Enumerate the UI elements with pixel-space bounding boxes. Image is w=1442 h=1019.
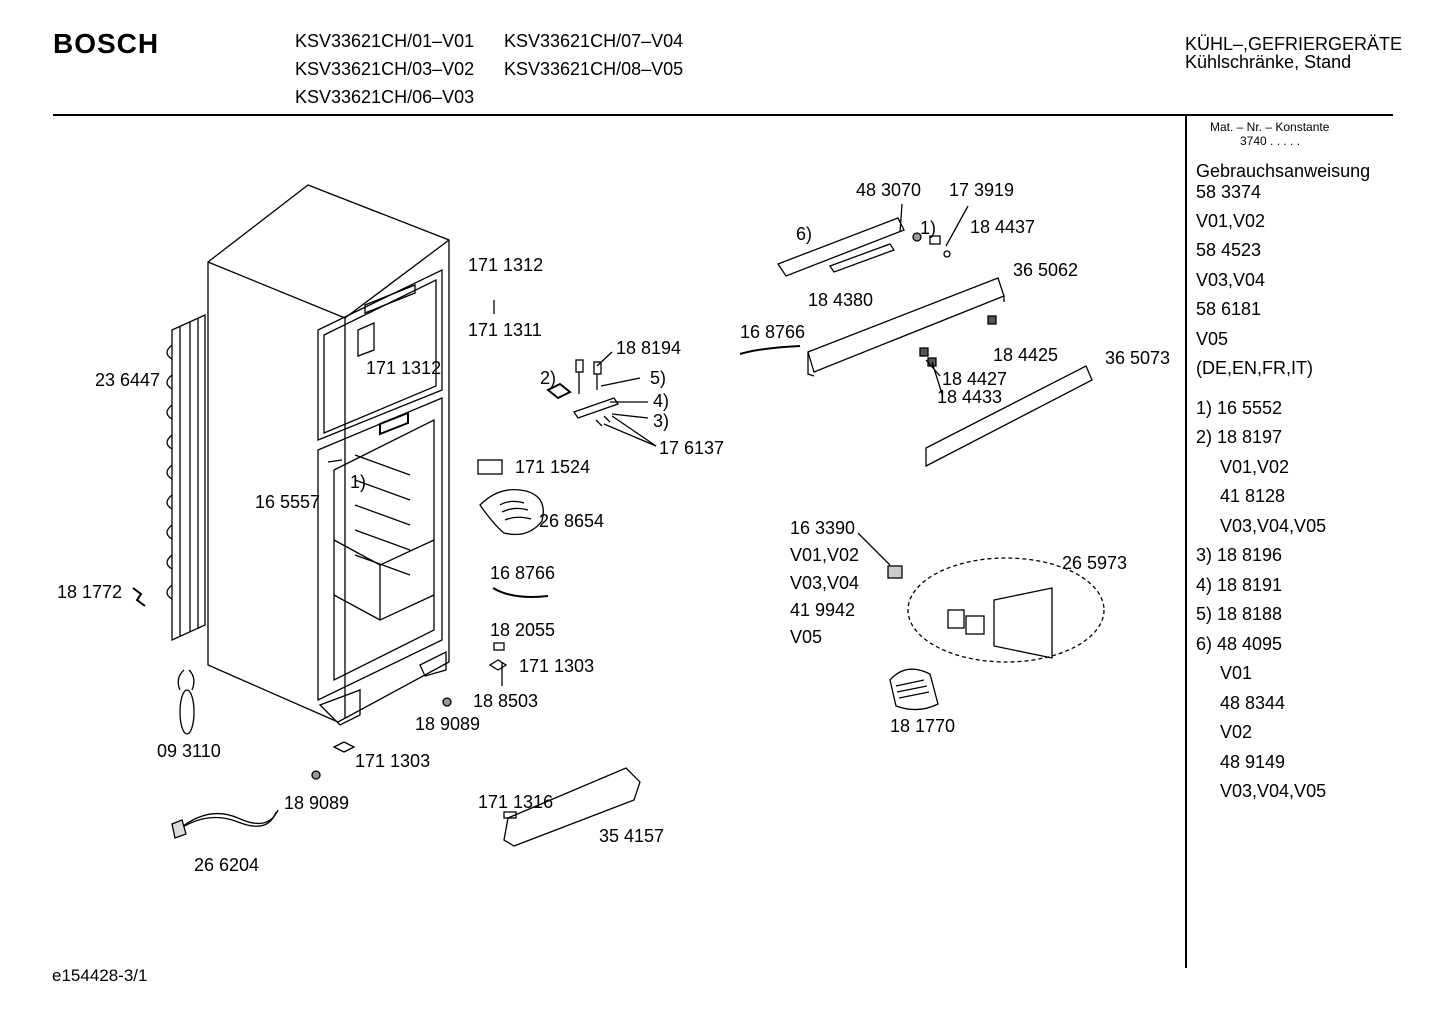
part-label: 18 8194 bbox=[616, 338, 682, 358]
sidebar-item: 3) 18 8196 bbox=[1196, 545, 1283, 565]
fan-housing bbox=[479, 488, 544, 536]
part-label: 16 3390 bbox=[790, 518, 856, 538]
part-label: 17 6137 bbox=[659, 438, 725, 458]
bracket-part bbox=[132, 587, 146, 607]
sidebar-item: 41 8128 bbox=[1220, 486, 1286, 506]
sidebar-item: V03,V04,V05 bbox=[1220, 516, 1327, 536]
condenser-coil bbox=[166, 313, 206, 642]
part-label: 36 5062 bbox=[1013, 260, 1079, 280]
part-label: V05 bbox=[790, 627, 823, 647]
sidebar-item: V05 bbox=[1196, 329, 1229, 349]
part-label: 18 4433 bbox=[937, 387, 1003, 407]
sidebar-item: V01,V02 bbox=[1196, 211, 1266, 231]
part-label: 3) bbox=[653, 411, 670, 431]
sidebar-item: V03,V04,V05 bbox=[1220, 781, 1327, 801]
part-label: 16 8766 bbox=[490, 563, 556, 583]
part-label: V03,V04 bbox=[790, 573, 860, 593]
part-label: 1) bbox=[350, 472, 367, 492]
part-label: 171 1312 bbox=[468, 255, 544, 275]
part-label: 171 1524 bbox=[515, 457, 591, 477]
part-label: 5) bbox=[650, 368, 667, 388]
part-label: 171 1303 bbox=[355, 751, 431, 771]
sidebar-item: 58 3374 bbox=[1196, 182, 1262, 202]
part-label: 18 4380 bbox=[808, 290, 874, 310]
sidebar-item: 48 9149 bbox=[1220, 752, 1286, 772]
lamp-grille bbox=[889, 668, 939, 711]
sidebar-item: V02 bbox=[1220, 722, 1253, 742]
sidebar-item: V01 bbox=[1220, 663, 1253, 683]
part-label: 26 6204 bbox=[194, 855, 260, 875]
sidebar-item: (DE,EN,FR,IT) bbox=[1196, 358, 1313, 378]
part-label: 16 8766 bbox=[740, 322, 806, 342]
part-label: 41 9942 bbox=[790, 600, 856, 620]
category-title: KÜHL–,GEFRIERGERÄTE bbox=[1185, 34, 1403, 54]
part-label: 18 8503 bbox=[473, 691, 539, 711]
sidebar-item: 6) 48 4095 bbox=[1196, 634, 1283, 654]
part-label: 18 4437 bbox=[970, 217, 1036, 237]
part-label: 18 1770 bbox=[890, 716, 956, 736]
part-label: 18 2055 bbox=[490, 620, 556, 640]
part-label: 48 3070 bbox=[856, 180, 922, 200]
part-label: 171 1312 bbox=[366, 358, 442, 378]
model-number: KSV33621CH/07–V04 bbox=[504, 31, 684, 51]
part-label: 18 9089 bbox=[415, 714, 481, 734]
front-strip bbox=[925, 365, 1093, 468]
sidebar-item: 58 4523 bbox=[1196, 240, 1262, 260]
part-label: 17 3919 bbox=[949, 180, 1015, 200]
sidebar-divider bbox=[1185, 116, 1187, 968]
part-label: V01,V02 bbox=[790, 545, 860, 565]
door-handle bbox=[503, 767, 641, 847]
part-label: 18 4425 bbox=[993, 345, 1059, 365]
part-label: 18 9089 bbox=[284, 793, 350, 813]
part-label: 36 5073 bbox=[1105, 348, 1171, 368]
part-label: 35 4157 bbox=[599, 826, 665, 846]
sidebar-item: V03,V04 bbox=[1196, 270, 1266, 290]
part-label: 23 6447 bbox=[95, 370, 161, 390]
part-label: 1) bbox=[920, 218, 937, 238]
mat-number-value: 3740 . . . . . bbox=[1240, 134, 1301, 148]
control-housing bbox=[777, 217, 905, 277]
part-label: 171 1303 bbox=[519, 656, 595, 676]
model-number: KSV33621CH/03–V02 bbox=[295, 59, 475, 79]
model-number: KSV33621CH/06–V03 bbox=[295, 87, 475, 107]
part-label: 18 4427 bbox=[942, 369, 1008, 389]
capillary-part bbox=[179, 689, 195, 735]
part-label: 16 5557 bbox=[255, 492, 321, 512]
document-code: e154428-3/1 bbox=[52, 966, 148, 985]
part-label: 26 5973 bbox=[1062, 553, 1128, 573]
lamp-detail-circle bbox=[907, 557, 1105, 663]
hinge-part bbox=[546, 382, 572, 400]
header-divider bbox=[53, 114, 1393, 116]
sidebar-item: 48 8344 bbox=[1220, 693, 1286, 713]
model-number: KSV33621CH/01–V01 bbox=[295, 31, 475, 51]
lamp-cover bbox=[993, 587, 1053, 659]
sensor-wire bbox=[492, 587, 549, 598]
part-label: 2) bbox=[540, 368, 557, 388]
part-label: 09 3110 bbox=[157, 741, 221, 761]
sidebar-item: 1) 16 5552 bbox=[1196, 398, 1283, 418]
fridge-cabinet bbox=[207, 184, 450, 726]
part-label: 171 1316 bbox=[478, 792, 554, 812]
sidebar-item: 2) 18 8197 bbox=[1196, 427, 1283, 447]
part-label: 4) bbox=[653, 391, 670, 411]
sidebar-item: Gebrauchsanweisung bbox=[1196, 161, 1371, 181]
part-label: 26 8654 bbox=[539, 511, 605, 531]
part-label: 6) bbox=[796, 224, 813, 244]
sidebar-item: 58 6181 bbox=[1196, 299, 1262, 319]
power-cable bbox=[177, 809, 279, 831]
part-label: 18 1772 bbox=[57, 582, 123, 602]
brand-logo: BOSCH bbox=[53, 28, 160, 59]
part-block bbox=[477, 459, 503, 475]
sidebar-item: V01,V02 bbox=[1220, 457, 1290, 477]
mat-number-label: Mat. – Nr. – Konstante bbox=[1210, 120, 1330, 134]
sidebar-item: 5) 18 8188 bbox=[1196, 604, 1283, 624]
sidebar-item: 4) 18 8191 bbox=[1196, 575, 1283, 595]
part-label: 171 1311 bbox=[468, 320, 542, 340]
model-number: KSV33621CH/08–V05 bbox=[504, 59, 684, 79]
category-subtitle: Kühlschränke, Stand bbox=[1185, 52, 1352, 72]
